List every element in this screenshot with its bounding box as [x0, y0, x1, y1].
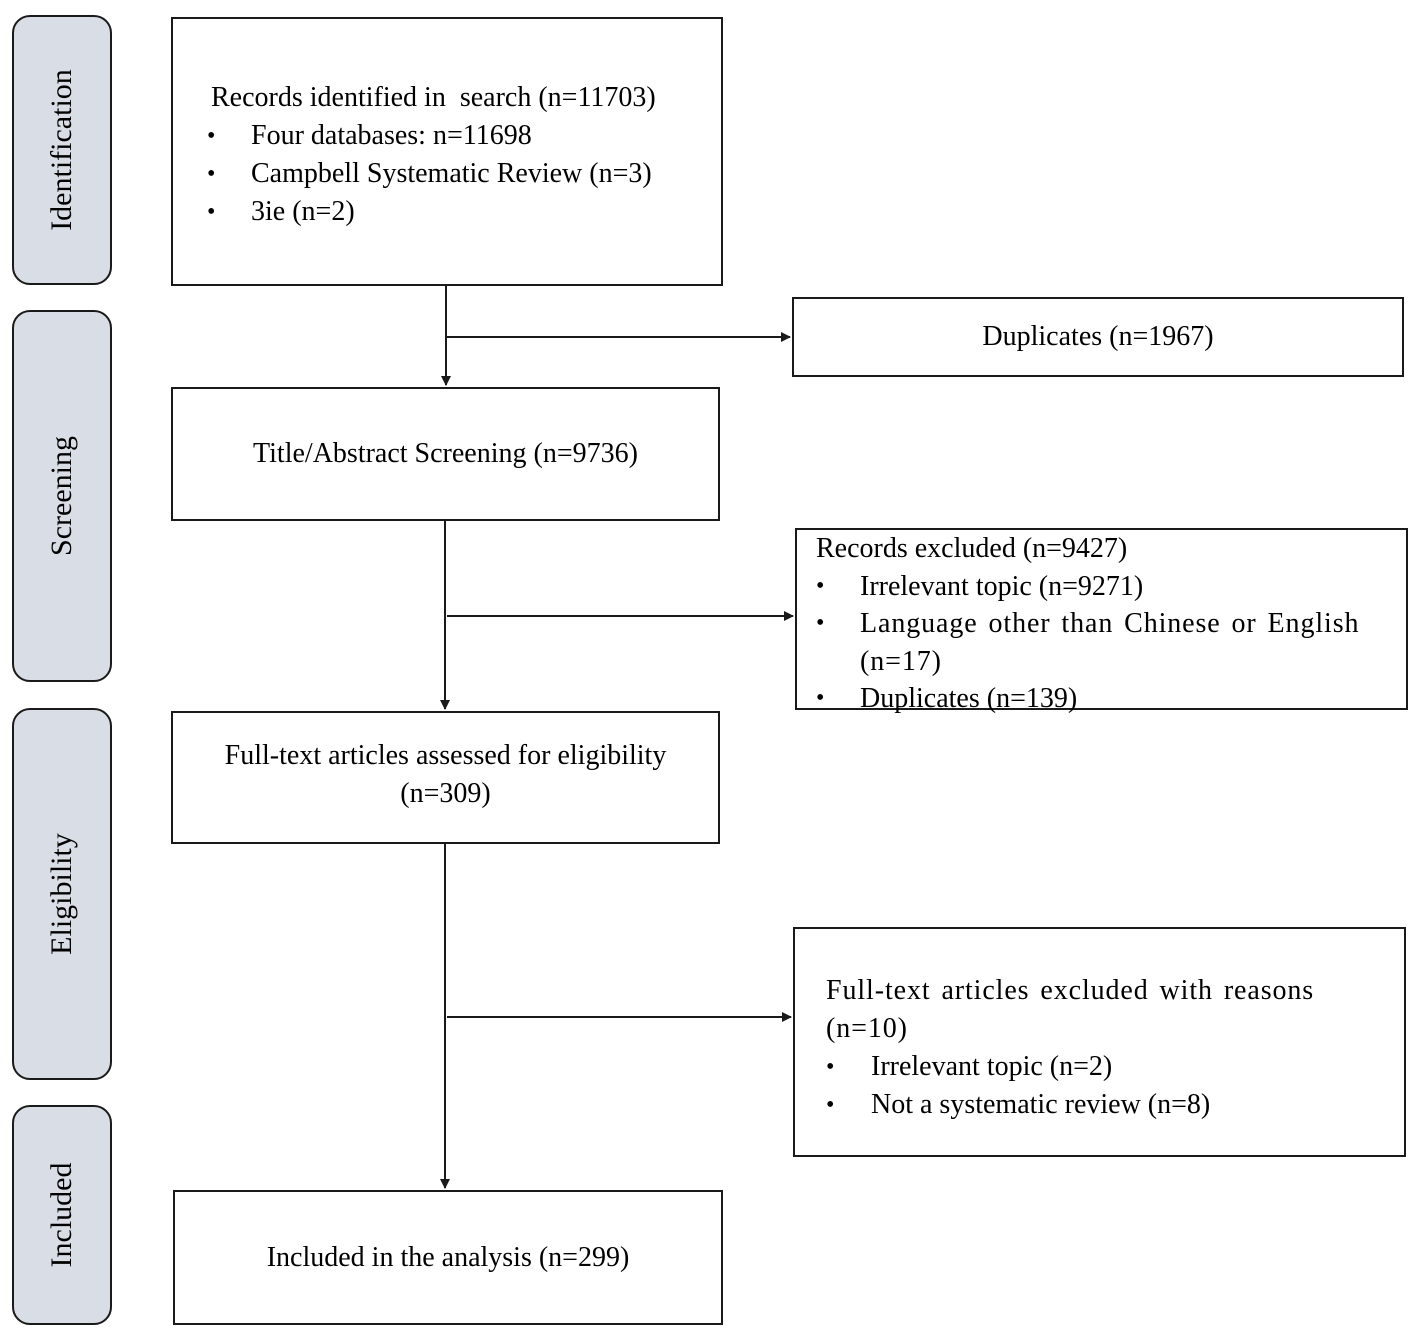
title-abstract-screening-text: Title/Abstract Screening (n=9736) [253, 438, 638, 469]
full-text-assessed-box: Full-text articles assessed for eligibil… [171, 711, 720, 844]
included-in-analysis-box: Included in the analysis (n=299) [173, 1190, 723, 1325]
list-item: Duplicates (n=139) [816, 680, 1406, 718]
records-identified-list: Four databases: n=11698 Campbell Systema… [207, 117, 721, 231]
phase-identification-label: Identification [45, 69, 78, 231]
phase-eligibility-label: Eligibility [45, 833, 78, 955]
records-identified-box: Records identified in search (n=11703) F… [171, 17, 723, 286]
records-identified-title: Records identified in search (n=11703) [211, 82, 656, 113]
list-item: Campbell Systematic Review (n=3) [207, 155, 721, 193]
duplicates-box: Duplicates (n=1967) [792, 297, 1404, 377]
list-item: Not a systematic review (n=8) [826, 1086, 1404, 1124]
phase-screening-tab: Screening [12, 310, 112, 682]
phase-screening-label: Screening [45, 436, 78, 556]
duplicates-text: Duplicates (n=1967) [982, 321, 1214, 352]
full-text-excluded-list: Irrelevant topic (n=2) Not a systematic … [826, 1048, 1404, 1124]
full-text-excluded-box: Full-text articles excluded with reasons… [793, 927, 1406, 1157]
list-item: Four databases: n=11698 [207, 117, 721, 155]
phase-eligibility-tab: Eligibility [12, 708, 112, 1080]
list-item: Language other than Chinese or English (… [816, 605, 1406, 680]
phase-included-label: Included [45, 1162, 78, 1268]
full-text-excluded-title: Full-text articles excluded with reasons… [826, 975, 1315, 1044]
phase-identification-tab: Identification [12, 15, 112, 285]
list-item: Irrelevant topic (n=2) [826, 1048, 1404, 1086]
list-item: Irrelevant topic (n=9271) [816, 568, 1406, 606]
included-in-analysis-text: Included in the analysis (n=299) [266, 1241, 630, 1273]
records-excluded-list: Irrelevant topic (n=9271) Language other… [816, 568, 1406, 718]
full-text-assessed-text: Full-text articles assessed for eligibil… [224, 740, 667, 809]
records-excluded-box: Records excluded (n=9427) Irrelevant top… [795, 528, 1408, 717]
records-excluded-title: Records excluded (n=9427) [816, 533, 1128, 564]
list-item: 3ie (n=2) [207, 193, 721, 231]
title-abstract-screening-box: Title/Abstract Screening (n=9736) [171, 387, 720, 521]
phase-included-tab: Included [12, 1105, 112, 1325]
